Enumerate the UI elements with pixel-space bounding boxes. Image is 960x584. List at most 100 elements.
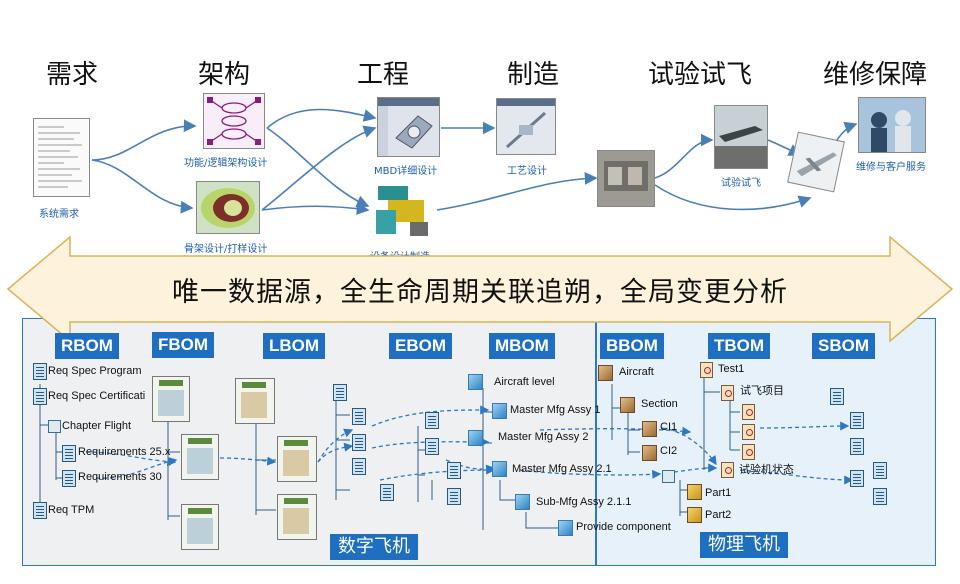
ebom-doc-icon-5[interactable] — [380, 484, 394, 501]
mbom-item-master-mfg-assy-2-1[interactable]: Master Mfg Assy 2.1 — [512, 463, 612, 475]
requirements-30-icon — [62, 470, 76, 487]
ebom-doc-icon-7[interactable] — [425, 438, 439, 455]
provide-component-icon — [558, 520, 573, 536]
factory-photo-icon — [598, 151, 654, 206]
bom-connectors — [39, 376, 854, 530]
bbom-item-part2[interactable]: Part2 — [705, 509, 732, 521]
airframe-model-icon — [201, 188, 255, 228]
bbom-item-aircraft[interactable]: Aircraft — [619, 366, 654, 378]
mbom-item-master-mfg-assy-1[interactable]: Master Mfg Assy 1 — [510, 404, 601, 416]
mbom-item-master-mfg-assy-2[interactable]: Master Mfg Assy 2 — [498, 431, 589, 443]
rbom-item-requirements-25x[interactable]: Requirements 25.x — [78, 446, 171, 458]
lbom-card-2[interactable] — [277, 436, 317, 482]
process-design-image — [496, 98, 556, 155]
maintenance-photo-icon — [859, 98, 925, 152]
lbom-card-1[interactable] — [235, 378, 275, 424]
lbom-card-3[interactable] — [277, 494, 317, 540]
ebom-doc-icon-8[interactable] — [447, 462, 461, 479]
tbom-test1-icon — [700, 362, 713, 378]
tbom-test-aircraft-state-icon — [721, 462, 734, 478]
sbom-doc-icon-4[interactable] — [850, 470, 864, 487]
bbom-item-part1[interactable]: Part1 — [705, 487, 732, 499]
req-tpm-icon — [33, 502, 47, 519]
stage-title-engineering: 工程 — [357, 60, 410, 90]
master-mfg-assy-1-icon — [492, 403, 507, 419]
rbom-item-req-tpm[interactable]: Req TPM — [48, 504, 95, 516]
maintenance-image — [858, 97, 926, 153]
equipment-design-image — [370, 180, 436, 242]
tbom-item-test-aircraft-state[interactable]: 试验机状态 — [739, 464, 794, 476]
sbom-doc-icon-2[interactable] — [850, 412, 864, 429]
tbom-sub-item-icon-1 — [742, 404, 755, 420]
tbom-sub-item-icon-3 — [742, 444, 755, 460]
frame-design-image — [196, 181, 260, 234]
mbom-item-provide-component[interactable]: Provide component — [576, 521, 671, 533]
bbom-ci2-icon — [642, 445, 657, 461]
bom-label-lbom: LBOM — [263, 333, 326, 359]
fbom-card-3[interactable] — [181, 504, 219, 550]
master-mfg-assy-2-icon — [468, 430, 483, 446]
req-spec-program-icon — [33, 363, 47, 380]
bbom-item-section[interactable]: Section — [641, 398, 678, 410]
sbom-doc-icon-6[interactable] — [873, 488, 887, 505]
bom-label-tbom: TBOM — [708, 333, 771, 359]
bbom-link-icon — [662, 470, 675, 483]
bom-label-bbom: BBOM — [600, 333, 664, 359]
tbom-item-flight-test-item[interactable]: 试飞项目 — [740, 385, 784, 397]
caption-maintenance-service: 维修与客户服务 — [856, 162, 926, 173]
ebom-doc-icon-9[interactable] — [447, 488, 461, 505]
aircraft-image — [787, 131, 845, 193]
bom-label-ebom: EBOM — [389, 333, 452, 359]
caption-flight-test: 试验试飞 — [721, 178, 761, 189]
bbom-aircraft-icon — [598, 365, 613, 381]
mbd-design-image — [377, 97, 440, 157]
rbom-item-req-spec-certification[interactable]: Req Spec Certificati — [48, 390, 146, 402]
factory-assembly-image — [597, 150, 655, 207]
lifecycle-double-arrow — [6, 235, 954, 343]
req-spec-certification-icon — [33, 388, 47, 405]
equipment-model-icon — [376, 186, 428, 236]
ebom-doc-icon-4[interactable] — [352, 458, 366, 475]
ebom-doc-icon-1[interactable] — [333, 384, 347, 401]
sbom-doc-icon-3[interactable] — [850, 438, 864, 455]
test-aircraft-photo-icon — [715, 106, 767, 168]
ebom-doc-icon-2[interactable] — [352, 408, 366, 425]
bbom-section-icon — [620, 397, 635, 413]
rbom-item-req-spec-program[interactable]: Req Spec Program — [48, 365, 142, 377]
rbom-item-requirements-30[interactable]: Requirements 30 — [78, 471, 162, 483]
sbom-doc-icon-5[interactable] — [873, 462, 887, 479]
flight-test-image — [714, 105, 768, 169]
bbom-item-ci2[interactable]: CI2 — [660, 445, 678, 457]
physical-aircraft-panel — [596, 318, 936, 566]
tbom-item-test1[interactable]: Test1 — [718, 363, 745, 375]
caption-functional-architecture: 功能/逻辑架构设计 — [184, 158, 268, 169]
process-model-icon — [497, 99, 555, 149]
rbom-item-chapter-flight[interactable]: Chapter Flight — [62, 420, 132, 432]
ebom-doc-icon-6[interactable] — [425, 412, 439, 429]
fbom-card-2[interactable] — [181, 434, 219, 480]
mbom-item-aircraft-level[interactable]: Aircraft level — [494, 376, 555, 388]
aircraft-level-icon — [468, 374, 483, 390]
flow-arrows — [91, 108, 858, 215]
requirement-doc-image — [33, 118, 90, 197]
stage-title-manufacturing: 制造 — [507, 60, 560, 90]
tbom-sub-item-icon-2 — [742, 424, 755, 440]
sbom-doc-icon-1[interactable] — [830, 388, 844, 405]
bbom-part1-icon — [687, 484, 702, 500]
bbom-ci1-icon — [642, 421, 657, 437]
ebom-doc-icon-3[interactable] — [352, 434, 366, 451]
stage-title-flight-test: 试验试飞 — [648, 60, 753, 90]
bom-label-mbom: MBOM — [489, 333, 555, 359]
caption-process-design: 工艺设计 — [507, 166, 547, 177]
airplane-icon — [796, 152, 837, 177]
doc-lines-icon — [38, 126, 82, 188]
mbom-item-sub-mfg-assy[interactable]: Sub-Mfg Assy 2.1.1 — [536, 496, 632, 508]
digital-aircraft-label: 数字飞机 — [330, 534, 418, 560]
architecture-diagram-icon — [207, 97, 261, 145]
bbom-item-ci1[interactable]: CI1 — [660, 421, 678, 433]
stage-title-architecture: 架构 — [198, 60, 251, 90]
bom-label-sbom: SBOM — [812, 333, 875, 359]
requirements-25x-icon — [62, 445, 76, 462]
fbom-card-1[interactable] — [152, 376, 190, 422]
chapter-flight-icon — [48, 420, 61, 433]
